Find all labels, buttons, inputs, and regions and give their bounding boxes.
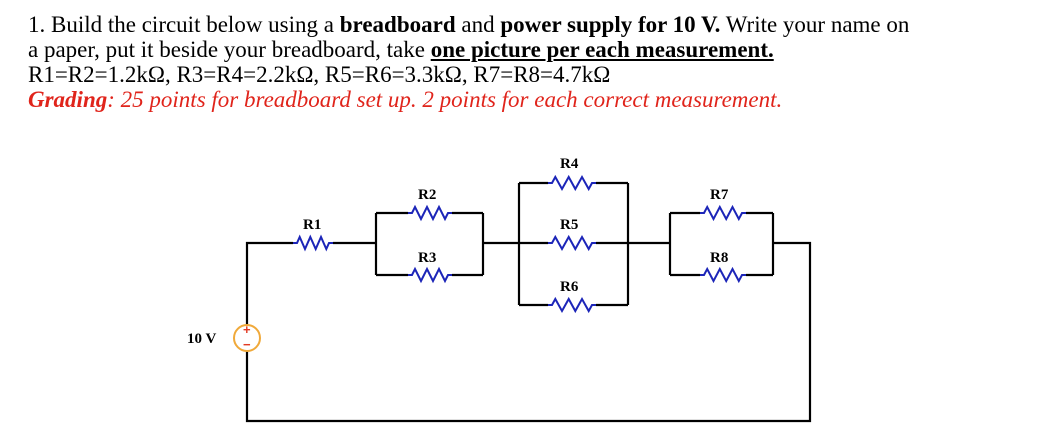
r6-label: R6 xyxy=(560,279,579,295)
source-plus: + xyxy=(243,322,251,337)
r4-label: R4 xyxy=(560,156,579,172)
instruction-line-1: 1. Build the circuit below using a bread… xyxy=(28,12,1038,37)
bold-power-supply: power supply for 10 V. xyxy=(500,12,721,37)
r4-resistor-symbol xyxy=(548,174,596,192)
bold-breadboard: breadboard xyxy=(339,12,456,37)
text: 1. Build the circuit below using a xyxy=(28,12,340,37)
r5-label: R5 xyxy=(560,217,578,233)
text: a paper, put it beside your breadboard, … xyxy=(28,37,431,62)
r3-label: R3 xyxy=(418,250,436,266)
r7-resistor-symbol xyxy=(700,204,746,222)
r8-resistor-symbol xyxy=(700,266,746,284)
resistor-values: R1=R2=1.2kΩ, R3=R4=2.2kΩ, R5=R6=3.3kΩ, R… xyxy=(28,62,611,87)
instruction-line-2: a paper, put it beside your breadboard, … xyxy=(28,37,1038,62)
r7-label: R7 xyxy=(710,187,729,203)
source-minus: − xyxy=(243,337,251,352)
underlined-instruction: one picture per each measurement. xyxy=(430,37,774,62)
text: Write your name on xyxy=(720,12,910,37)
r2-label: R2 xyxy=(418,187,436,203)
r5-resistor-symbol xyxy=(548,234,596,252)
r1-label: R1 xyxy=(303,217,321,233)
source-label: 10 V xyxy=(187,331,216,347)
r3-resistor-symbol xyxy=(408,266,452,284)
r2-resistor-symbol xyxy=(408,204,452,222)
wire-return xyxy=(245,241,812,423)
text: and xyxy=(455,12,501,37)
grading-text: : 25 points for breadboard set up. 2 poi… xyxy=(107,87,783,112)
r1-resistor-symbol xyxy=(293,234,333,252)
instructions: 1. Build the circuit below using a bread… xyxy=(28,12,1038,112)
wire-top-left xyxy=(245,241,293,325)
grading-label: Grading xyxy=(28,87,108,112)
voltage-source-icon xyxy=(233,324,261,352)
grading-line: Grading: 25 points for breadboard set up… xyxy=(28,87,1038,112)
r8-label: R8 xyxy=(710,250,728,266)
r6-resistor-symbol xyxy=(548,296,596,314)
